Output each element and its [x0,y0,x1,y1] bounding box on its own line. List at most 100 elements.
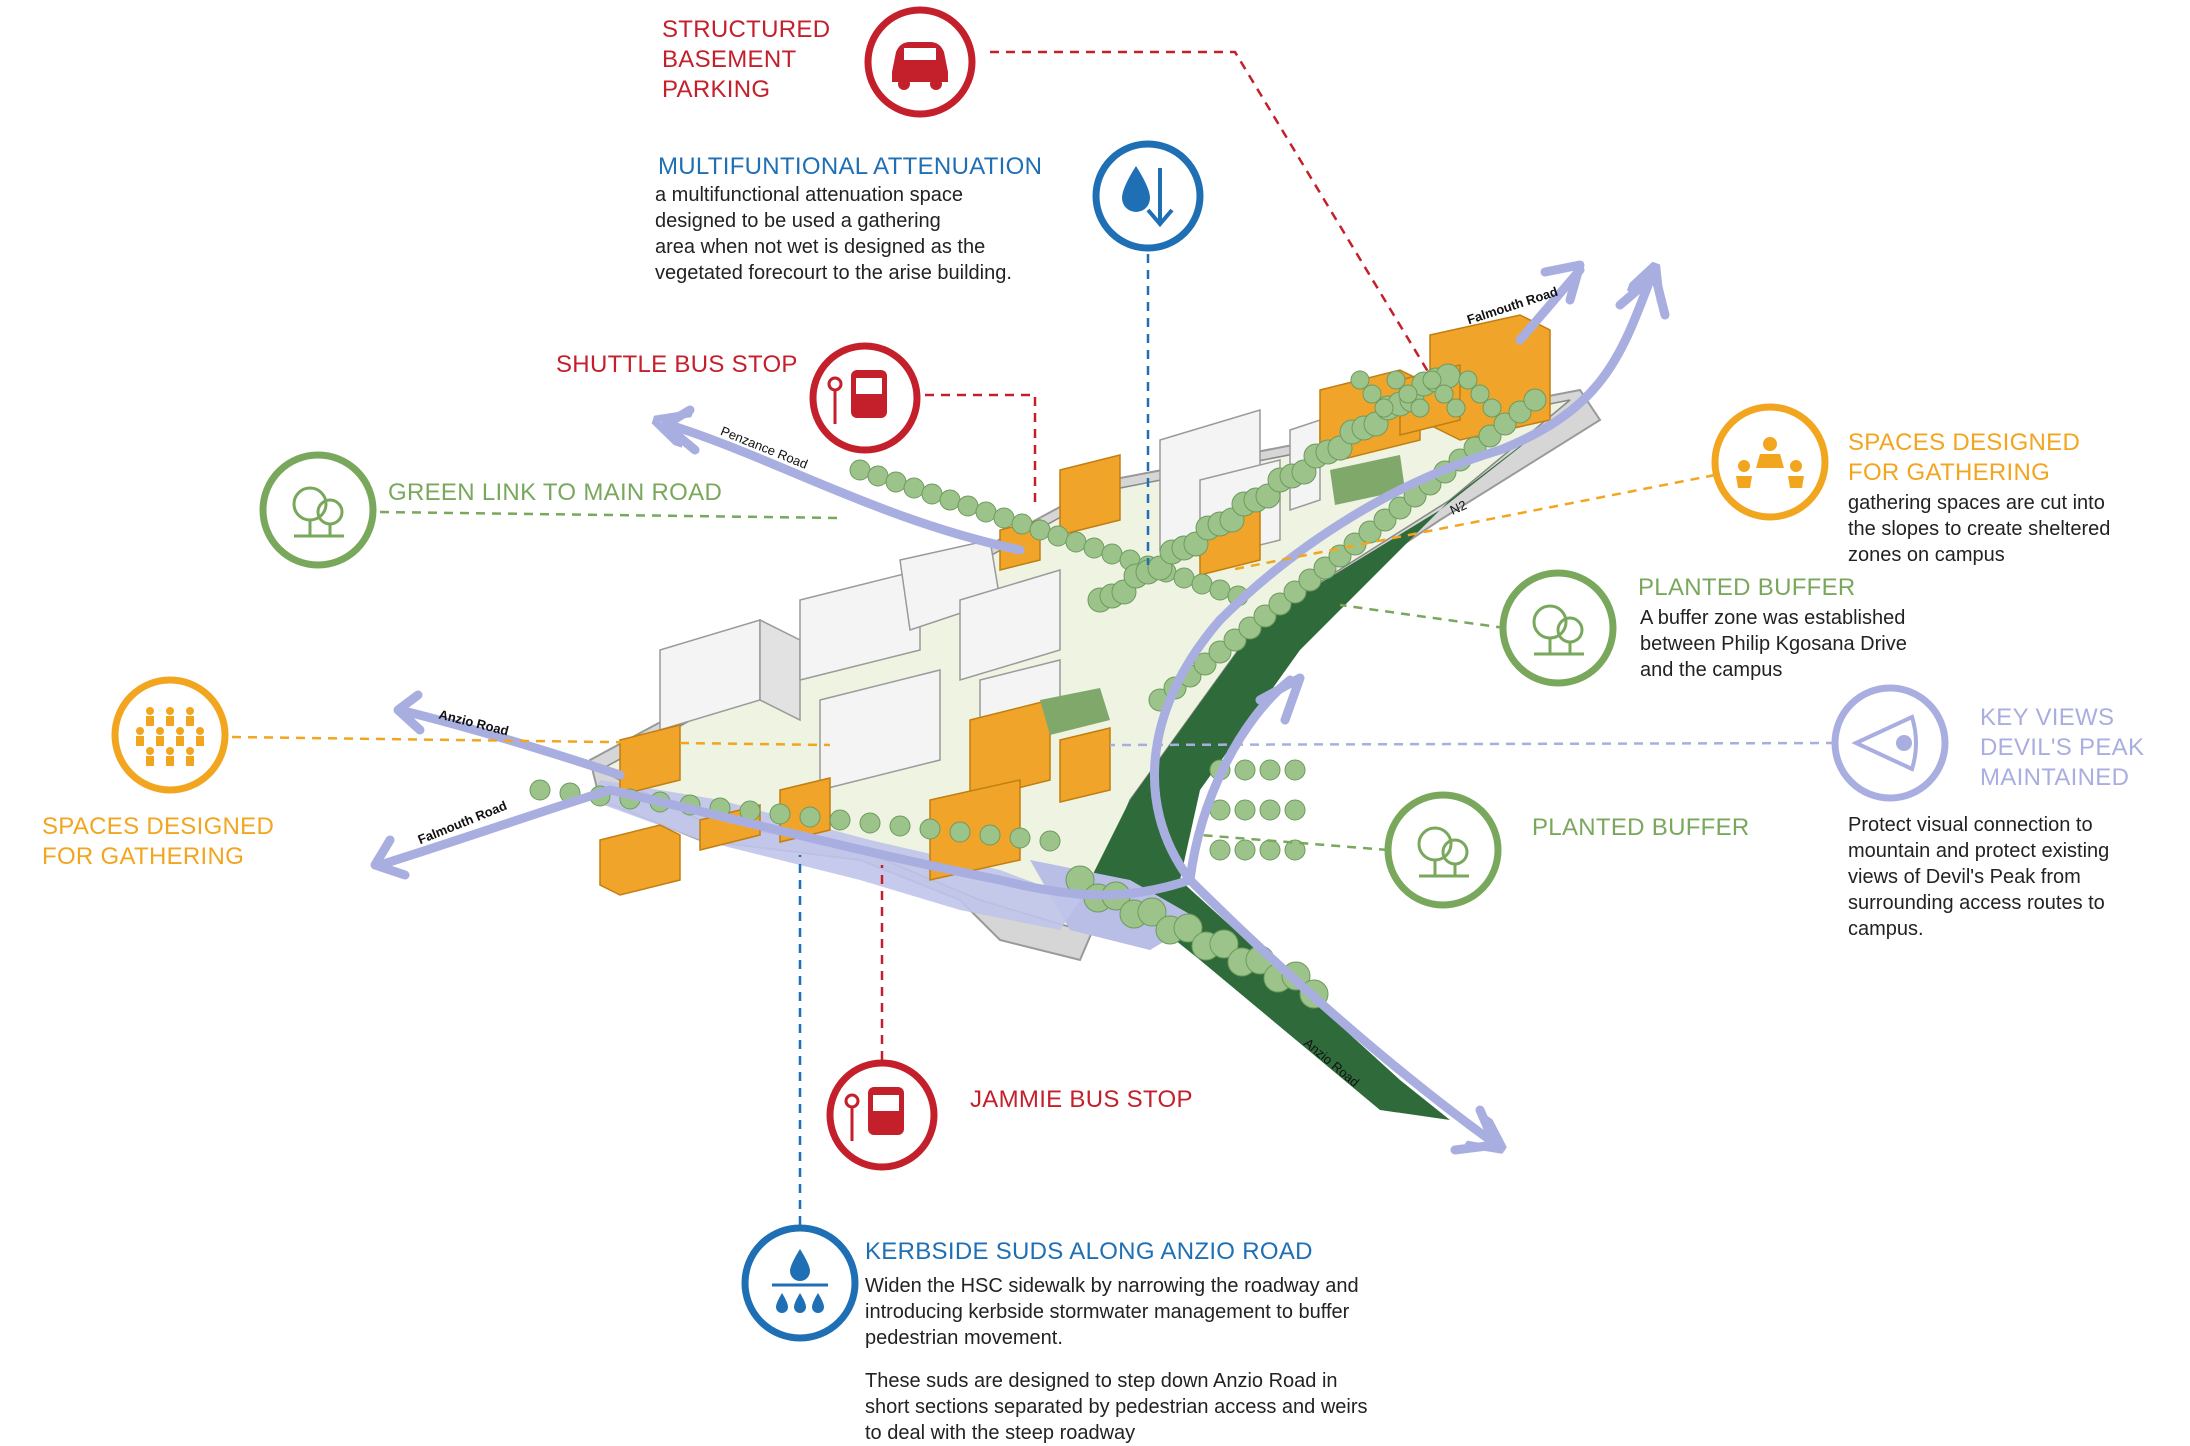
buffer-top-body-1: A buffer zone was established [1640,607,1906,629]
trees-icon [1384,791,1502,909]
key-views-body-2: mountain and protect existing [1848,840,2110,862]
key-views-body-1: Protect visual connection to [1848,814,2093,836]
major-roads [375,270,1650,1140]
rain-drops-icon [741,1224,859,1342]
tree [1173,567,1195,589]
tree [1047,525,1069,547]
person-head [166,747,174,755]
tree [1350,370,1370,390]
tree [1523,388,1547,412]
tree [1209,839,1231,861]
parking-title-line-2: BASEMENT [662,46,797,73]
tree [957,495,979,517]
person-head [196,727,204,735]
tree [1234,799,1256,821]
tree [885,471,907,493]
person-head [136,727,144,735]
person-body [136,736,144,746]
gathering-left-title-line-2: FOR GATHERING [42,843,245,870]
gathering-people-icon [1711,403,1829,521]
gathering-right-body-3: zones on campus [1848,544,2005,566]
tree [1298,568,1322,592]
tree [1238,616,1262,640]
attenuation-title: MULTIFUNTIONAL ATTENUATION [658,153,1043,180]
tree [1259,759,1281,781]
tree [799,806,821,828]
tree [1398,384,1418,404]
tree [829,809,851,831]
key-views-body-5: campus. [1848,918,1924,940]
tree [1388,496,1412,520]
trees-icon [1499,569,1617,687]
buffer-bottom-title: PLANTED BUFFER [1532,814,1750,841]
tree [1313,556,1337,580]
key-views-title-line-2: DEVIL'S PEAK [1980,734,2145,761]
person-body [146,756,154,766]
buffer-top-body-2: between Philip Kgosana Drive [1640,633,1907,655]
person-head [146,747,154,755]
tree [1283,580,1307,604]
kerbside-title: KERBSIDE SUDS ALONG ANZIO ROAD [865,1238,1313,1265]
gathering-right-title-line-2: FOR GATHERING [1848,459,2051,486]
tree [921,483,943,505]
person-body [156,736,164,746]
tree [1173,913,1203,943]
tree [1284,839,1306,861]
person-body [166,756,174,766]
kerbside-body2-2: short sections separated by pedestrian a… [865,1396,1368,1418]
tree [1259,799,1281,821]
tree [769,803,791,825]
person-head [166,707,174,715]
tree [1193,652,1217,676]
tree [1482,398,1502,418]
shuttle-title: SHUTTLE BUS STOP [556,351,798,378]
tree [1208,640,1232,664]
kerbside-body-1: Widen the HSC sidewalk by narrowing the … [865,1275,1359,1297]
tree [1065,531,1087,553]
road-arrowheads [370,260,1670,1155]
buffer-top-body-3: and the campus [1640,659,1783,681]
key-views-body-4: surrounding access routes to [1848,892,2105,914]
tree [1362,384,1382,404]
kerbside-body-2: introducing kerbside stormwater manageme… [865,1301,1350,1323]
tree [1223,628,1247,652]
tree [1284,799,1306,821]
tree [1358,520,1382,544]
person-head [156,727,164,735]
tree [903,477,925,499]
tree [1284,759,1306,781]
tree [1410,398,1430,418]
person-head [176,727,184,735]
tree [1234,839,1256,861]
gathering-left-title-line-1: SPACES DESIGNED [42,813,275,840]
eye-icon [1831,684,1949,802]
tree [1446,398,1466,418]
person-body [146,716,154,726]
white-buildings [659,408,1321,791]
tree [1011,513,1033,535]
person-head [146,707,154,715]
kerbside-body2-3: to deal with the steep roadway [865,1422,1136,1444]
tree [1083,537,1105,559]
tree [1209,579,1231,601]
person-body [166,716,174,726]
people-group-icon [111,676,229,794]
tree [1029,519,1051,541]
gathering-right-title-line-1: SPACES DESIGNED [1848,429,2081,456]
tree [919,818,941,840]
tree [849,459,871,481]
tree [1259,839,1281,861]
parking-title-line-3: PARKING [662,76,771,103]
car-icon [864,6,976,118]
person-head [186,707,194,715]
water-drop-down-icon [1092,140,1204,252]
bus-icon [826,1059,938,1171]
leader-lines [231,50,1836,1225]
key-views-title-line-3: MAINTAINED [1980,764,2130,791]
tree [529,779,551,801]
tree [867,465,889,487]
tree [1191,573,1213,595]
tree [939,489,961,511]
attenuation-body-4: vegetated forecourt to the arise buildin… [655,262,1012,284]
tree [1422,370,1442,390]
